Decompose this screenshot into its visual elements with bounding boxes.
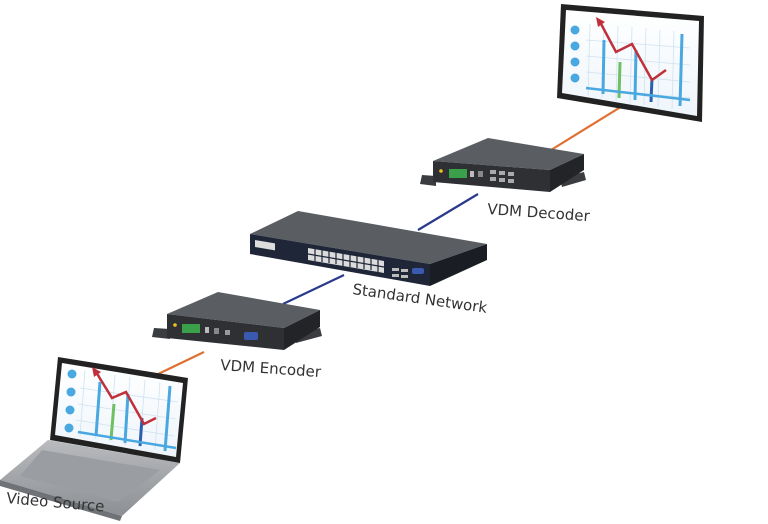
switch-ports — [307, 248, 385, 273]
network-link-encoder-switch — [282, 274, 345, 305]
decoder-box-icon — [420, 138, 586, 192]
display-chart — [570, 17, 691, 110]
decoder-label: VDM Decoder — [487, 200, 591, 225]
connections — [153, 99, 633, 377]
video-link-laptop-encoder — [153, 351, 205, 377]
network-link-switch-decoder — [417, 193, 479, 231]
laptop-icon — [0, 357, 188, 521]
display-screen-icon — [557, 4, 704, 122]
encoder-box-icon — [152, 292, 322, 350]
network-switch-icon — [250, 211, 487, 286]
laptop-chart — [64, 367, 179, 452]
network-label: Standard Network — [351, 280, 488, 317]
video-link-decoder-display — [550, 99, 633, 151]
encoder-label: VDM Encoder — [220, 356, 323, 381]
